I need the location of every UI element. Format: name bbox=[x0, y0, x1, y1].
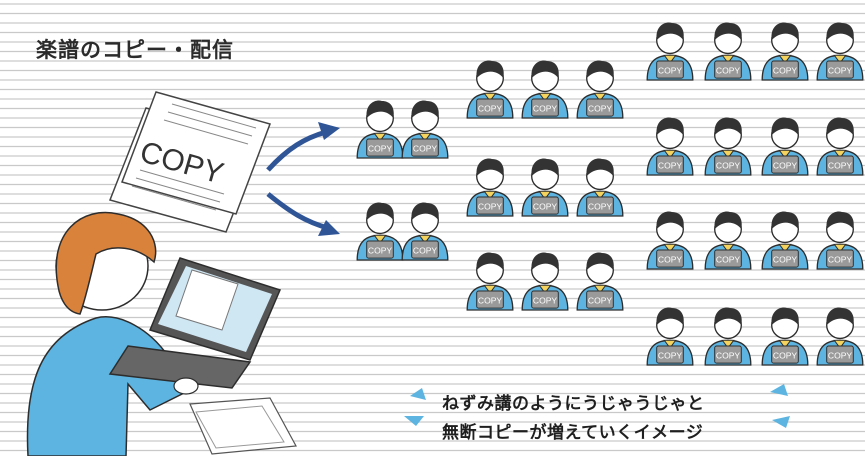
copy-label: COPY bbox=[368, 143, 393, 153]
page-title: 楽譜のコピー・配信 bbox=[36, 38, 234, 62]
copy-label: COPY bbox=[716, 65, 741, 75]
student: COPY bbox=[521, 158, 569, 217]
student: COPY bbox=[816, 22, 864, 81]
student: COPY bbox=[646, 211, 694, 270]
students: COPY COPY COPY COPY COPY COPY COPY COPY COPY COPY… bbox=[356, 22, 864, 366]
copy-label: COPY bbox=[478, 103, 503, 113]
student: COPY bbox=[816, 117, 864, 176]
copy-label: COPY bbox=[413, 245, 438, 255]
student: COPY bbox=[576, 158, 624, 217]
student: COPY bbox=[761, 117, 809, 176]
student: COPY bbox=[466, 60, 514, 119]
student: COPY bbox=[816, 211, 864, 270]
copy-label: COPY bbox=[658, 350, 683, 360]
copy-label: COPY bbox=[773, 254, 798, 264]
student: COPY bbox=[401, 100, 449, 159]
copy-label: COPY bbox=[658, 65, 683, 75]
copy-label: COPY bbox=[478, 201, 503, 211]
copy-label: COPY bbox=[588, 201, 613, 211]
copy-label: COPY bbox=[828, 350, 853, 360]
copy-label: COPY bbox=[533, 295, 558, 305]
student: COPY bbox=[646, 22, 694, 81]
copy-label: COPY bbox=[533, 201, 558, 211]
student: COPY bbox=[704, 307, 752, 366]
student: COPY bbox=[401, 202, 449, 261]
copy-sheets: COPY bbox=[108, 91, 271, 233]
student: COPY bbox=[761, 22, 809, 81]
copy-label: COPY bbox=[533, 103, 558, 113]
copy-label: COPY bbox=[773, 160, 798, 170]
copy-label: COPY bbox=[716, 350, 741, 360]
student: COPY bbox=[521, 60, 569, 119]
copy-label: COPY bbox=[658, 160, 683, 170]
student: COPY bbox=[356, 100, 404, 159]
copy-label: COPY bbox=[368, 245, 393, 255]
copy-label: COPY bbox=[716, 254, 741, 264]
caption-line-2: 無断コピーが増えていくイメージ bbox=[442, 423, 704, 443]
student: COPY bbox=[704, 22, 752, 81]
student: COPY bbox=[704, 211, 752, 270]
student: COPY bbox=[646, 307, 694, 366]
copy-label: COPY bbox=[588, 295, 613, 305]
copy-label: COPY bbox=[828, 254, 853, 264]
student: COPY bbox=[704, 117, 752, 176]
student: COPY bbox=[466, 252, 514, 311]
student: COPY bbox=[761, 307, 809, 366]
sweat-drops bbox=[404, 384, 790, 428]
copy-label: COPY bbox=[658, 254, 683, 264]
arrow-up bbox=[266, 122, 340, 172]
copy-label: COPY bbox=[828, 160, 853, 170]
copy-label: COPY bbox=[716, 160, 741, 170]
student: COPY bbox=[356, 202, 404, 261]
copy-label: COPY bbox=[413, 143, 438, 153]
student: COPY bbox=[521, 252, 569, 311]
copy-label: COPY bbox=[588, 103, 613, 113]
copy-label: COPY bbox=[478, 295, 503, 305]
copy-label: COPY bbox=[828, 65, 853, 75]
teacher-with-laptop bbox=[26, 211, 297, 456]
student: COPY bbox=[466, 158, 514, 217]
student: COPY bbox=[761, 211, 809, 270]
student: COPY bbox=[576, 60, 624, 119]
student: COPY bbox=[646, 117, 694, 176]
arrow-down bbox=[266, 192, 340, 236]
student: COPY bbox=[816, 307, 864, 366]
copy-label: COPY bbox=[773, 65, 798, 75]
caption-line-1: ねずみ講のようにうじゃうじゃと bbox=[442, 394, 705, 414]
copy-label: COPY bbox=[773, 350, 798, 360]
student: COPY bbox=[576, 252, 624, 311]
